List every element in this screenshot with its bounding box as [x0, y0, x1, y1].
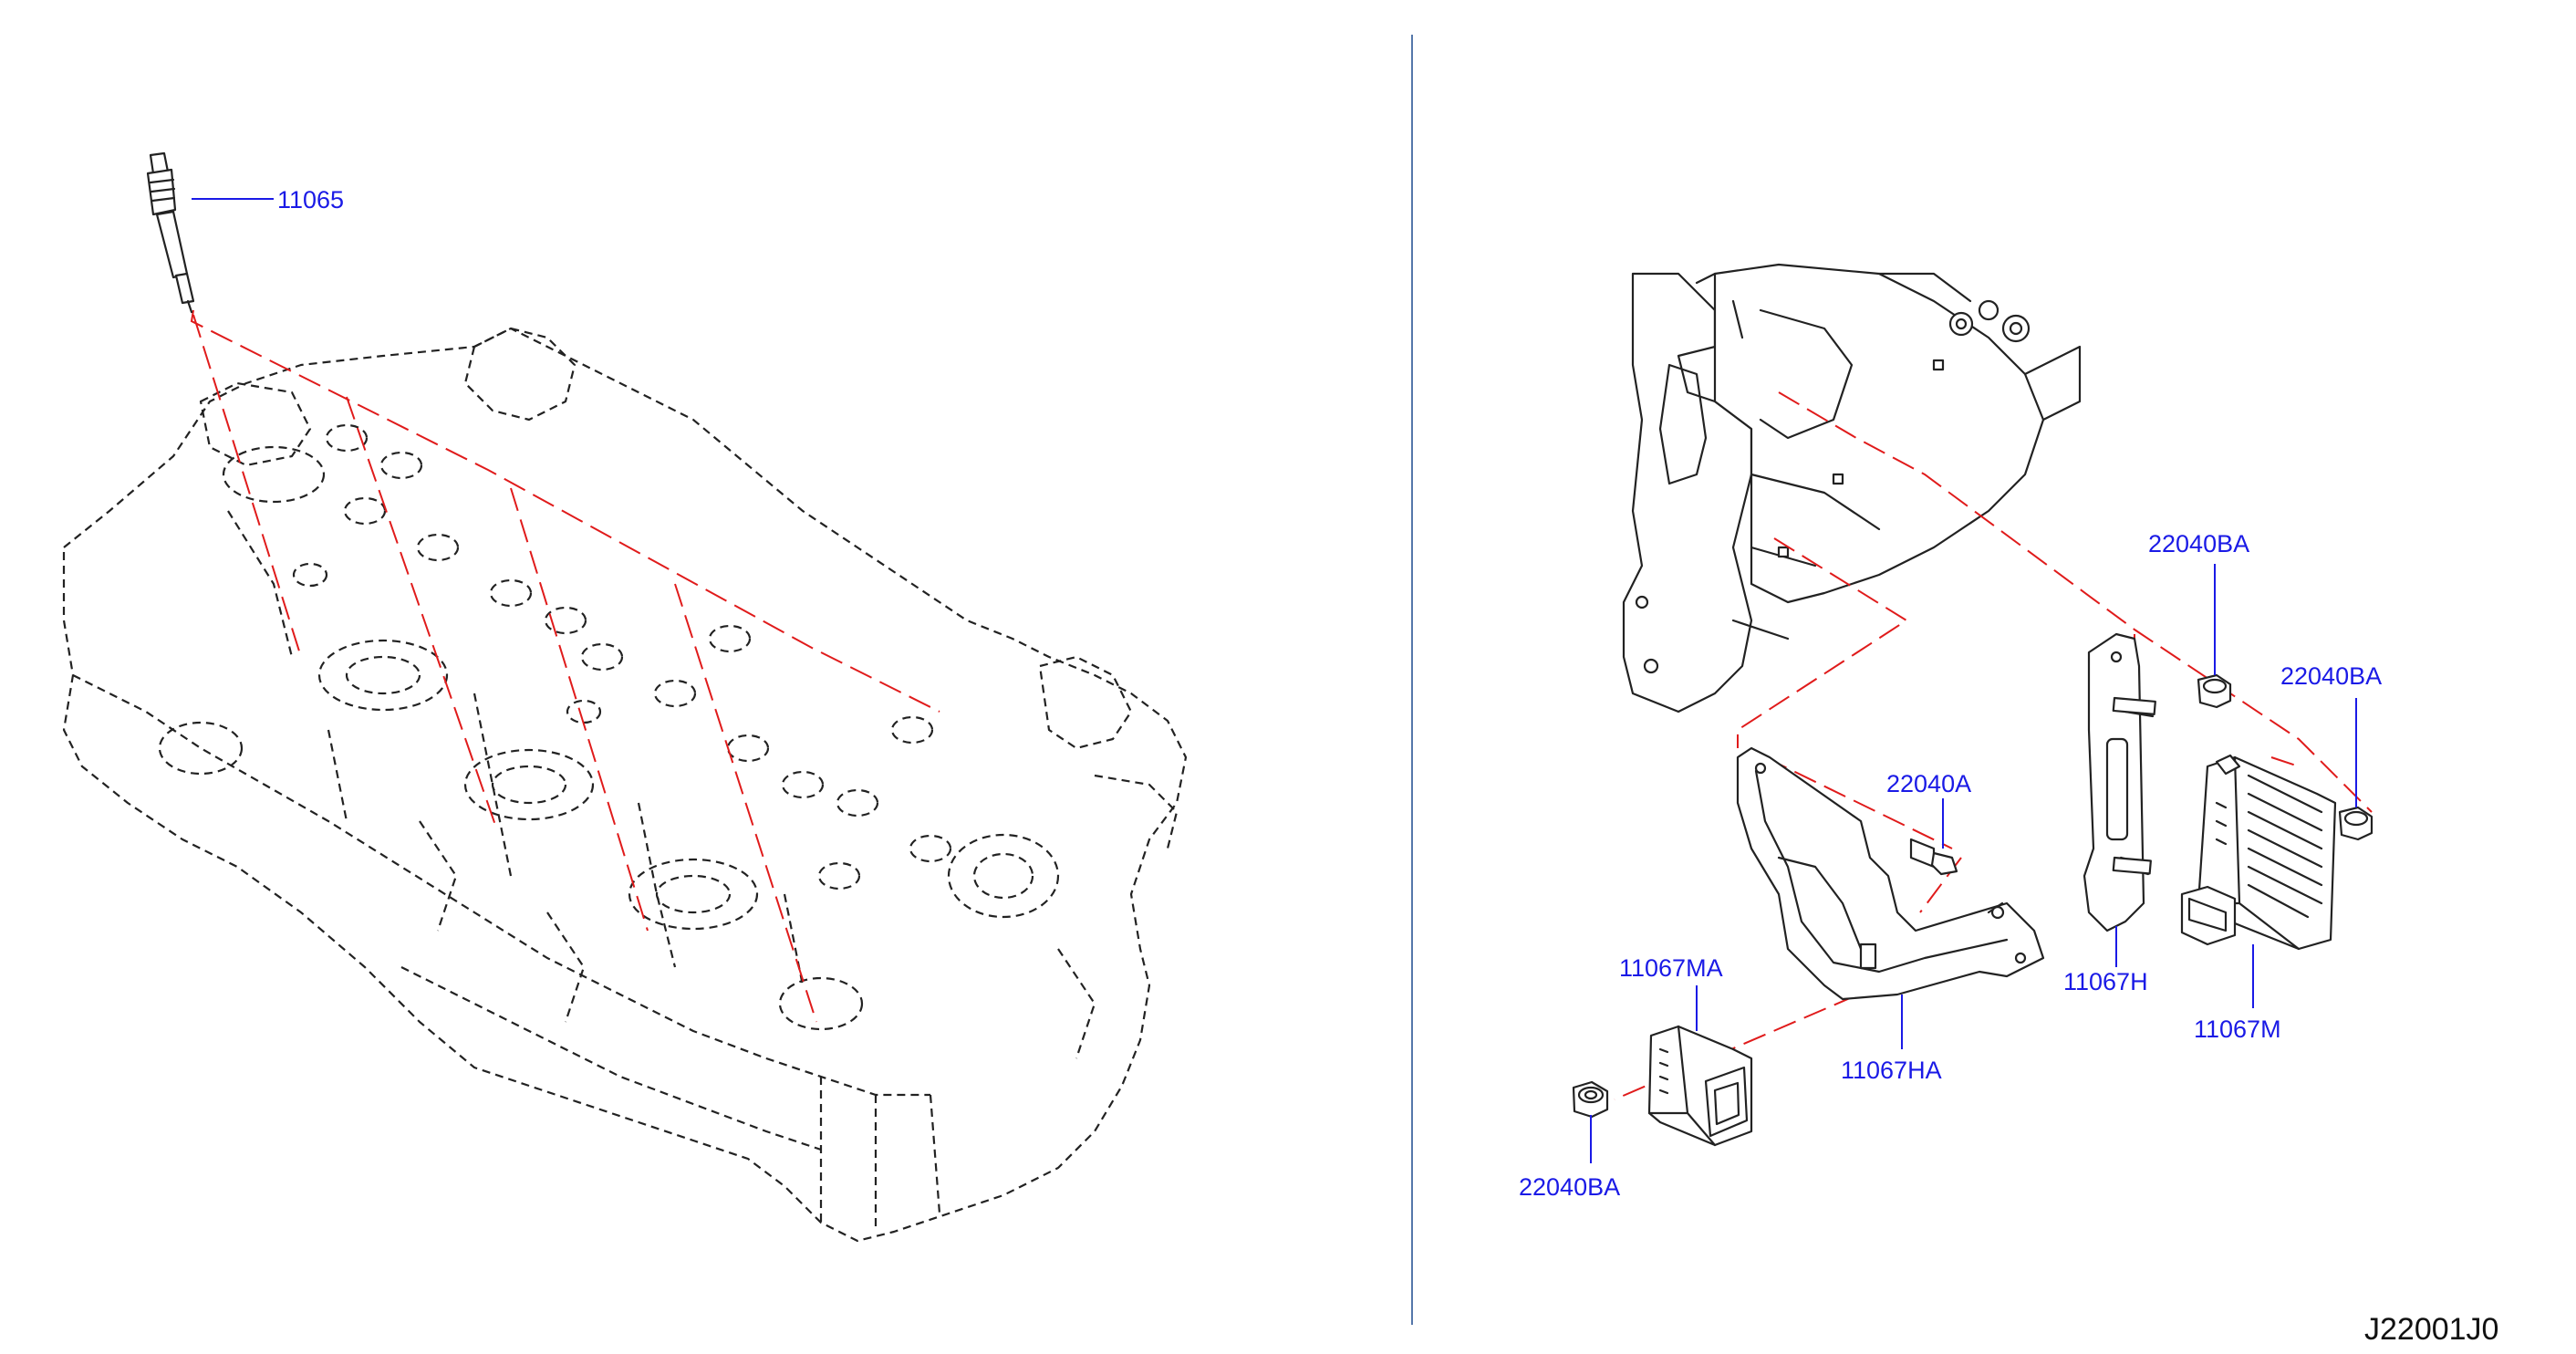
label-11067H: 11067H — [2063, 968, 2148, 995]
cylinder-head-outline — [62, 327, 1188, 1243]
diagram-code: J22001J0 — [2364, 1312, 2498, 1347]
glow-plug-part — [146, 151, 195, 314]
label-11067M: 11067M — [2194, 1016, 2281, 1043]
callout-leaders — [192, 198, 2357, 1163]
vehicle-frame — [1622, 263, 2082, 713]
nut-22040BA-upper-left — [2197, 673, 2232, 709]
label-11067MA: 11067MA — [1619, 954, 1723, 982]
bolt-22040A — [1909, 838, 2005, 920]
relay-11067MA — [1647, 1025, 1753, 1147]
head-bolts — [292, 423, 952, 891]
label-11067HA: 11067HA — [1841, 1057, 1942, 1084]
nut-22040BA-lower — [1572, 1080, 1609, 1119]
label-11065: 11065 — [277, 186, 344, 214]
nut-22040BA-upper-right — [2338, 806, 2373, 841]
label-22040A: 22040A — [1886, 770, 1971, 797]
label-22040BA-lower: 22040BA — [1519, 1173, 1620, 1201]
bracket-11067H — [2083, 632, 2156, 932]
label-22040BA-upper-right: 22040BA — [2280, 662, 2382, 690]
label-22040BA-upper-left: 22040BA — [2148, 530, 2249, 557]
controller-11067M — [2180, 754, 2337, 951]
bracket-11067HA — [1736, 746, 2045, 1001]
glow-plug-leader-lines — [190, 309, 940, 1023]
